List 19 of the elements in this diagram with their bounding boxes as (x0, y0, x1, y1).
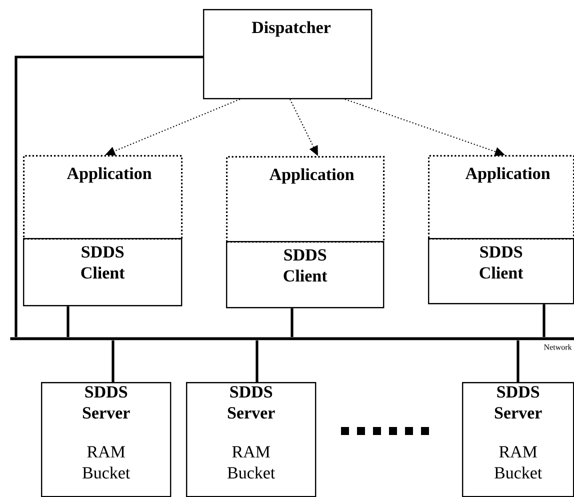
server-box: SDDS Server RAM Bucket (186, 382, 316, 497)
dispatcher-box: Dispatcher (203, 9, 372, 100)
server-box: SDDS Server RAM Bucket (41, 382, 172, 497)
node-label: Network (544, 344, 572, 350)
application-box: Application (226, 156, 385, 243)
client-box: SDDS Client (23, 238, 182, 306)
client-box: SDDS Client (428, 238, 574, 304)
connector-line (290, 308, 294, 337)
application-box: Application (428, 155, 574, 240)
connector-line (516, 340, 520, 382)
application-box: Application (23, 155, 183, 240)
connector-line (112, 340, 114, 382)
connector-line (66, 306, 70, 337)
server-box: SDDS Server RAM Bucket (462, 382, 574, 497)
connector-line (256, 340, 258, 382)
connector-line (14, 56, 203, 337)
client-box: SDDS Client (226, 241, 384, 308)
connector-line (542, 304, 546, 337)
network-bus: Network (10, 337, 574, 350)
